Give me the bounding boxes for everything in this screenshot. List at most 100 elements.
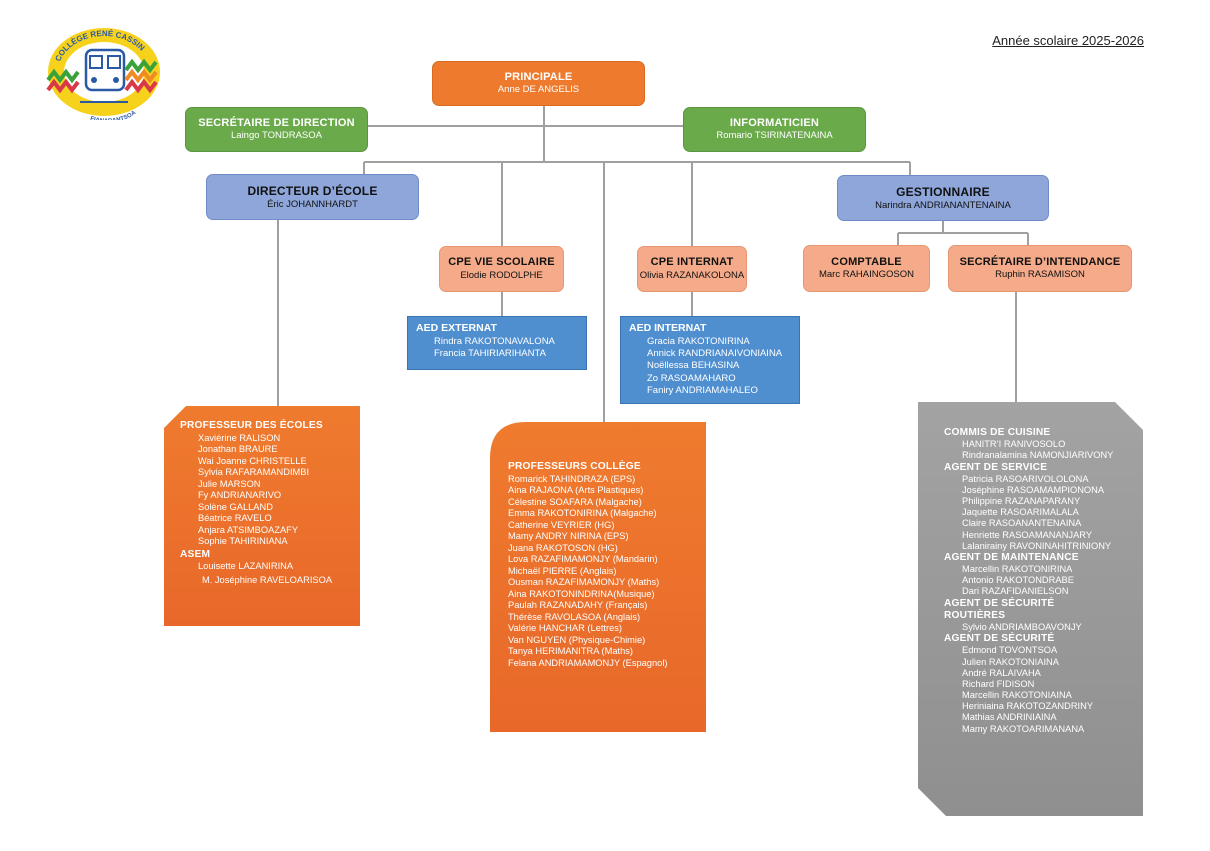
aed-internat-member: Gracia RAKOTONIRINA <box>647 335 750 347</box>
secretaire-direction-name: Laingo TONDRASOA <box>231 130 322 142</box>
personnel-item: Richard FIDISON <box>962 678 1035 689</box>
professeur-college-item: Lova RAZAFIMAMONJY (Mandarin) <box>508 554 658 565</box>
professeur-college-item: Michaël PIERRE (Anglais) <box>508 565 617 576</box>
aed-externat-box: AED EXTERNAT Rindra RAKOTONAVALONA Franc… <box>407 316 587 370</box>
personnel-item: HANITR’I RANIVOSOLO <box>962 439 1066 450</box>
gestionnaire-box: GESTIONNAIRE Narindra ANDRIANANTENAINA <box>837 175 1049 221</box>
professeur-college-item: Aina RAKOTONINDRINA(Musique) <box>508 588 655 599</box>
agent-securite-title: AGENT DE SÉCURITÉ <box>944 633 1055 645</box>
professeur-ecole-item: Xaviérine RALISON <box>198 432 281 443</box>
agent-service-title: AGENT DE SERVICE <box>944 461 1048 473</box>
professeur-ecole-item: Sophie TAHIRINIANA <box>198 536 288 547</box>
informaticien-name: Romario TSIRINATENAINA <box>716 130 833 142</box>
professeur-college-item: Mamy ANDRY NIRINA (EPS) <box>508 531 629 542</box>
aed-internat-member: Zo RASOAMAHARO <box>647 372 736 384</box>
secretaire-intendance-title: SECRÉTAIRE D’INTENDANCE <box>959 255 1121 268</box>
professeur-college-item: Van NGUYEN (Physique-Chimie) <box>508 634 646 645</box>
personnel-item: Claire RASOANANTENAINA <box>962 518 1082 529</box>
directeur-ecole-title: DIRECTEUR D’ÉCOLE <box>247 183 378 198</box>
secretaire-direction-box: SECRÉTAIRE DE DIRECTION Laingo TONDRASOA <box>185 107 368 152</box>
professeur-college-item: Ousman RAZAFIMAMONJY (Maths) <box>508 577 660 588</box>
school-year: Année scolaire 2025-2026 <box>992 33 1144 48</box>
personnel-item: Philippine RAZANAPARANY <box>962 496 1081 507</box>
professeur-college-item: Tanya HERIMANITRA (Maths) <box>508 646 634 657</box>
directeur-ecole-name: Éric JOHANNHARDT <box>267 198 358 210</box>
comptable-title: COMPTABLE <box>831 255 902 268</box>
professeur-ecole-item: Jonathan BRAURE <box>198 444 278 455</box>
professeur-college-item: Aina RAJAONA (Arts Plastiques) <box>508 485 644 496</box>
personnel-item: Marcellin RAKOTONIAINA <box>962 690 1072 701</box>
personnel-item: Antonio RAKOTONDRABE <box>962 575 1074 586</box>
professeur-ecole-item: Sylvia RAFARAMANDIMBI <box>198 467 310 478</box>
personnel-item: Mathias ANDRINIAINA <box>962 712 1057 723</box>
comptable-box: COMPTABLE Marc RAHAINGOSON <box>803 245 930 292</box>
professeurs-college-shape <box>490 422 706 732</box>
commis-cuisine-title: COMMIS DE CUISINE <box>944 427 1051 438</box>
directeur-ecole-box: DIRECTEUR D’ÉCOLE Éric JOHANNHARDT <box>206 174 419 220</box>
professeur-ecole-item: Fy ANDRIANARIVO <box>198 490 282 501</box>
professeur-college-item: Paulah RAZANADAHY (Français) <box>508 600 648 611</box>
personnel-item: Lalanirainy RAVONINAHITRINIONY <box>962 540 1112 551</box>
professeur-college-item: Romarick TAHINDRAZA (EPS) <box>508 473 636 484</box>
personnel-item: Rindranalamina NAMONJIARIVONY <box>962 450 1114 461</box>
personnel-item: Jaquette RASOARIMALALA <box>962 507 1079 518</box>
personnel-item: Mamy RAKOTOARIMANANA <box>962 723 1085 734</box>
agent-maintenance-title: AGENT DE MAINTENANCE <box>944 551 1079 563</box>
comptable-name: Marc RAHAINGOSON <box>818 269 914 281</box>
personnel-item: Henriette RASOAMANANJARY <box>962 529 1093 540</box>
cpe-vie-scolaire-title: CPE VIE SCOLAIRE <box>448 256 555 269</box>
personnel-shape <box>918 402 1143 816</box>
professeur-college-item: Felana ANDRIAMAMONJY (Espagnol) <box>508 657 668 668</box>
aed-internat-box: AED INTERNAT Gracia RAKOTONIRINA Annick … <box>620 316 800 404</box>
personnel-list: COMMIS DE CUISINE HANITR’I RANIVOSOLO Ri… <box>944 427 1136 735</box>
cpe-internat-name: Olivia RAZANAKOLONA <box>639 269 745 281</box>
secretaire-intendance-box: SECRÉTAIRE D’INTENDANCE Ruphin RASAMISON <box>948 245 1132 292</box>
secretaire-intendance-name: Ruphin RASAMISON <box>995 269 1085 281</box>
personnel-item: Heriniaina RAKOTOZANDRINY <box>962 701 1094 712</box>
professeur-college-item: Juana RAKOTOSON (HG) <box>508 542 618 553</box>
agent-securite-routieres-title: AGENT DE SÉCURITÉ ROUTIÈRES <box>944 597 1055 621</box>
gestionnaire-title: GESTIONNAIRE <box>896 184 990 199</box>
professeur-college-item: Catherine VEYRIER (HG) <box>508 519 615 530</box>
school-logo: COLLÈGE RENÉ CASSIN FIANARANTSOA <box>40 20 168 125</box>
cpe-vie-scolaire-name: Elodie RODOLPHE <box>460 269 543 281</box>
aed-internat-title: AED INTERNAT <box>629 322 707 334</box>
aed-internat-member: Faniry ANDRIAMAHALEO <box>647 385 758 397</box>
personnel-item: Patricia RASOARIVOLOLONA <box>962 473 1089 484</box>
cpe-internat-box: CPE INTERNAT Olivia RAZANAKOLONA <box>637 246 747 292</box>
professeur-college-item: Valérie HANCHAR (Lettres) <box>508 623 623 634</box>
professeur-college-item: Emma RAKOTONIRINA (Malgache) <box>508 508 657 519</box>
aed-internat-member: Annick RANDRIANAIVONIAINA <box>647 347 783 359</box>
personnel-item: Sylvio ANDRIAMBOAVONJY <box>962 622 1082 633</box>
personnel-item: Julien RAKOTONIAINA <box>962 656 1059 667</box>
principale-box: PRINCIPALE Anne DE ANGELIS <box>432 61 645 106</box>
professeurs-ecoles-list: PROFESSEUR DES ÉCOLES Xaviérine RALISON … <box>180 420 358 586</box>
informaticien-box: INFORMATICIEN Romario TSIRINATENAINA <box>683 107 866 152</box>
professeur-college-item: Thérèse RAVOLASOA (Anglais) <box>508 611 641 622</box>
cpe-internat-title: CPE INTERNAT <box>650 256 734 269</box>
gestionnaire-name: Narindra ANDRIANANTENAINA <box>875 199 1011 211</box>
professeur-college-item: Célestine SOAFARA (Malgache) <box>508 496 642 507</box>
asem-item: Louisette LAZANIRINA <box>198 561 294 572</box>
professeurs-ecoles-shape <box>164 406 360 626</box>
asem-item: M. Joséphine RAVELOARISOA <box>202 574 333 585</box>
informaticien-title: INFORMATICIEN <box>729 116 820 129</box>
personnel-item: Joséphine RASOAMAMPIONONA <box>962 484 1105 495</box>
professeurs-college-title: PROFESSEURS COLLÈGE <box>508 461 641 472</box>
aed-internat-member: Noëllessa BEHASINA <box>647 360 740 372</box>
personnel-item: Dari RAZAFIDANIELSON <box>962 586 1069 597</box>
personnel-item: André RALAIVAHA <box>962 667 1041 678</box>
professeurs-college-list: PROFESSEURS COLLÈGE Romarick TAHINDRAZA … <box>508 461 704 669</box>
personnel-item: Edmond TOVONTSOA <box>962 645 1058 656</box>
aed-externat-title: AED EXTERNAT <box>416 322 497 334</box>
principale-title: PRINCIPALE <box>504 70 573 83</box>
professeur-ecole-item: Béatrice RAVELO <box>198 513 272 524</box>
professeur-ecole-item: Julie MARSON <box>198 478 261 489</box>
asem-title: ASEM <box>180 548 211 560</box>
principale-name: Anne DE ANGELIS <box>497 84 580 96</box>
professeur-ecole-item: Wai Joanne CHRISTELLE <box>198 455 307 466</box>
professeur-ecole-item: Anjara ATSIMBOAZAFY <box>198 524 299 535</box>
aed-externat-member: Francia TAHIRIARIHANTA <box>434 347 546 359</box>
cpe-vie-scolaire-box: CPE VIE SCOLAIRE Elodie RODOLPHE <box>439 246 564 292</box>
